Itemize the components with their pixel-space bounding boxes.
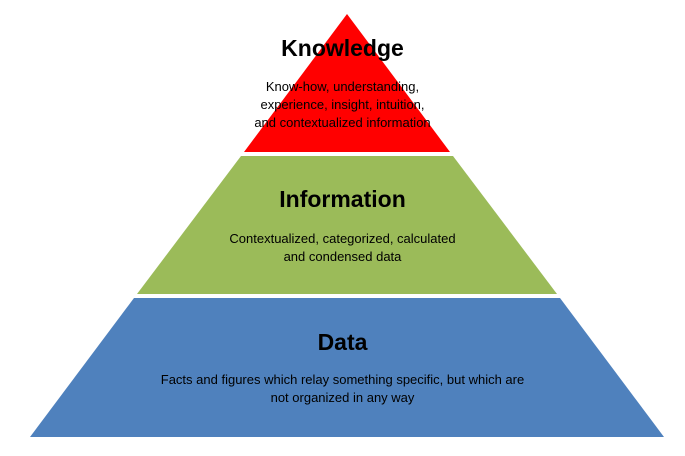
data-line: not organized in any way bbox=[270, 390, 415, 405]
data-description: Facts and figures which relay something … bbox=[0, 371, 685, 407]
knowledge-title: Knowledge bbox=[281, 35, 404, 61]
data-title: Data bbox=[317, 329, 368, 355]
information-description: Contextualized, categorized, calculated … bbox=[0, 230, 685, 266]
knowledge-description: Know-how, understanding, experience, ins… bbox=[0, 78, 685, 132]
knowledge-layer bbox=[244, 14, 450, 152]
data-layer bbox=[30, 298, 664, 437]
knowledge-line: and contextualized information bbox=[254, 115, 431, 130]
information-title: Information bbox=[279, 186, 406, 212]
knowledge-line: experience, insight, intuition, bbox=[260, 97, 425, 112]
information-line: Contextualized, categorized, calculated bbox=[229, 231, 456, 246]
information-layer bbox=[137, 156, 557, 294]
knowledge-line: Know-how, understanding, bbox=[265, 79, 420, 94]
data-line: Facts and figures which relay something … bbox=[160, 372, 525, 387]
information-line: and condensed data bbox=[283, 249, 402, 264]
